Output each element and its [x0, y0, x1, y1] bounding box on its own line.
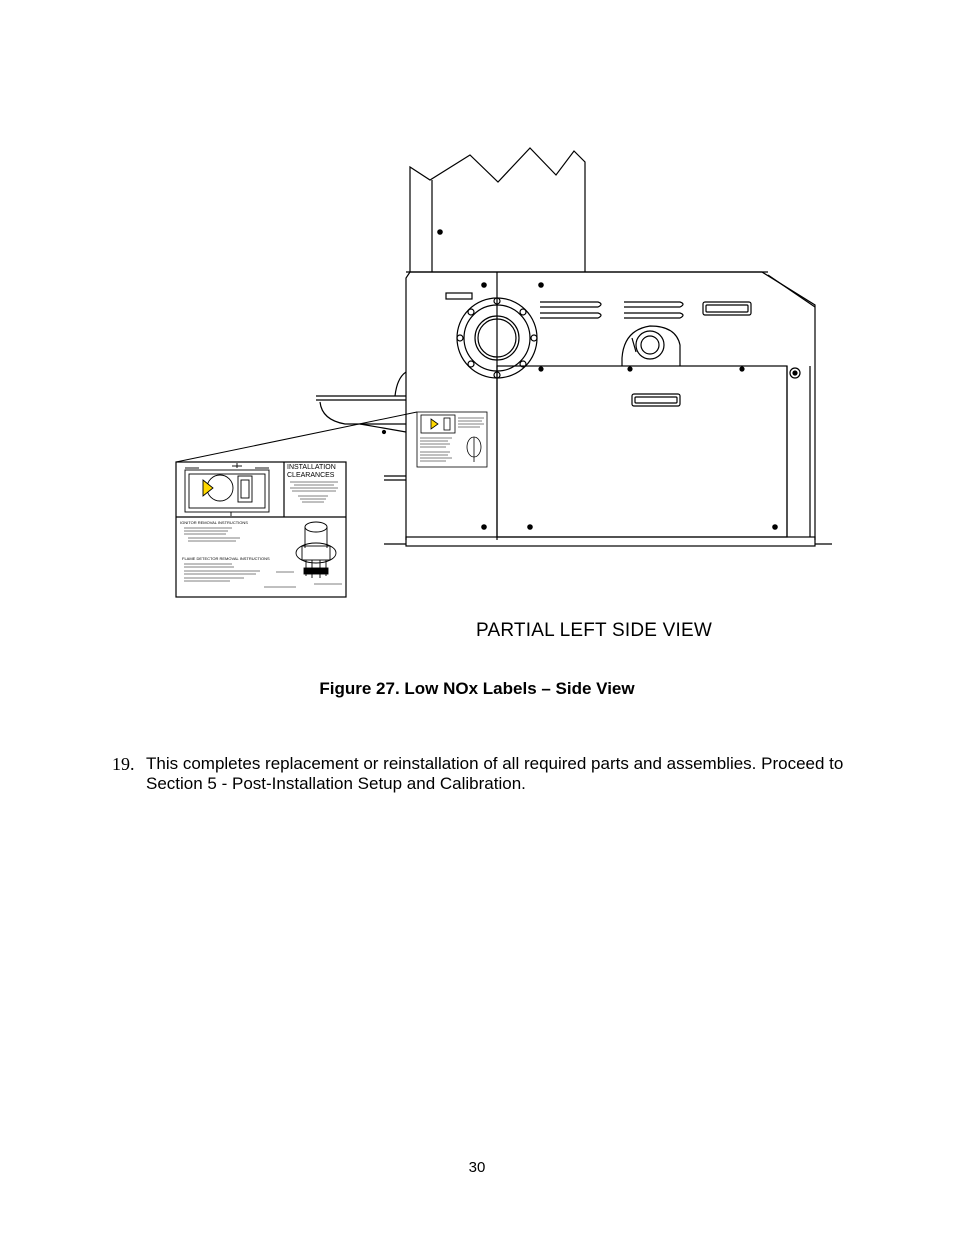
installation-heading-line1: INSTALLATION [287, 464, 336, 471]
step-text: This completes replacement or reinstalla… [146, 754, 844, 793]
callout-leader-line [175, 411, 418, 463]
gas-train-shelf [316, 371, 407, 481]
page-number: 30 [468, 1159, 486, 1176]
view-title: PARTIAL LEFT SIDE VIEW [476, 620, 712, 641]
boiler-body [384, 271, 832, 547]
figure-caption: Figure 27. Low NOx Labels – Side View [319, 679, 635, 698]
flame-detector-removal-heading: FLAME DETECTOR REMOVAL INSTRUCTIONS [182, 556, 270, 561]
enlarged-label-callout: INSTALLATION CLEARANCES IGNITOR REMOVAL … [175, 461, 347, 598]
boiler-side-view-drawing: INSTALLATION CLEARANCES IGNITOR REMOVAL … [175, 147, 832, 598]
ignitor-removal-heading: IGNITOR REMOVAL INSTRUCTIONS [180, 520, 248, 525]
installation-heading-line2: CLEARANCES [287, 472, 335, 479]
blower-housing [621, 325, 681, 366]
exhaust-stack [409, 147, 586, 272]
side-panel-label-small [416, 411, 488, 468]
air-inlet-flange [456, 297, 538, 379]
step-number: 19. [112, 754, 135, 774]
